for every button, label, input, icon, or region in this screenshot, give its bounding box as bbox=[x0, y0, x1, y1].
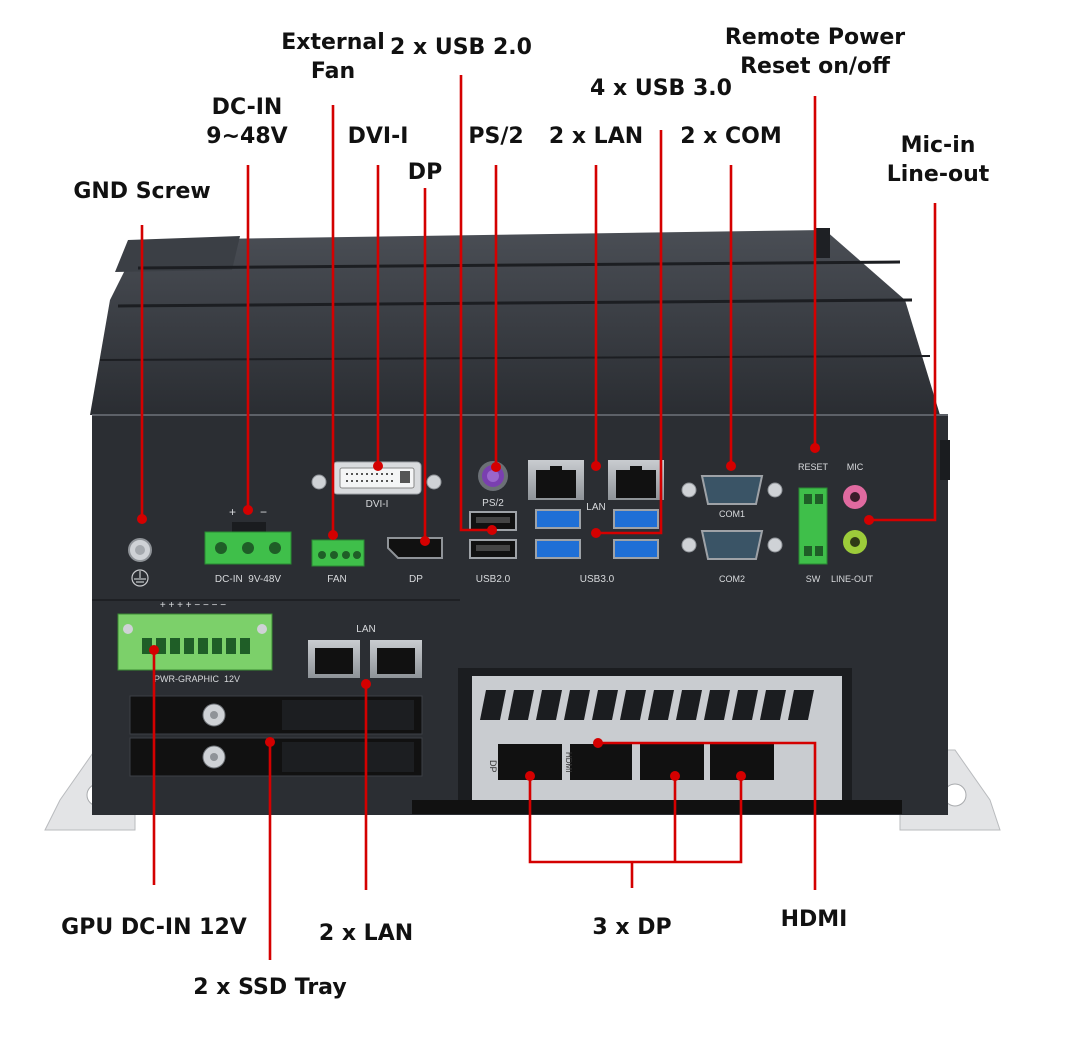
callout-line: HDMI bbox=[780, 907, 848, 932]
callout-line: 2 x LAN bbox=[548, 124, 644, 149]
usb3-ports: USB3.0 bbox=[535, 509, 659, 585]
callout-line: 9~48V bbox=[206, 124, 288, 149]
callout-gnd-screw: GND Screw bbox=[73, 177, 210, 206]
callout-hdmi: HDMI bbox=[781, 905, 848, 934]
gpu-dc-in-terminal: + + + + − − − − PWR-GRAPHIC 12V bbox=[117, 600, 273, 684]
dvi-label: DVI-I bbox=[366, 499, 389, 510]
gnd-screw bbox=[128, 538, 152, 587]
gpu-pins-label: + + + + − − − − bbox=[160, 600, 226, 611]
com1-label: COM1 bbox=[719, 509, 745, 519]
callout-line: Line-out bbox=[886, 162, 990, 187]
sw-label: SW bbox=[806, 574, 821, 584]
callout-gpu-dc-in: GPU DC-IN 12V bbox=[61, 913, 247, 942]
callout-com: 2 x COM bbox=[680, 122, 782, 151]
ps2-port: PS/2 bbox=[478, 461, 508, 509]
gpu-hdmi-label: HDMI bbox=[564, 752, 573, 772]
callout-lan-upper: 2 x LAN bbox=[549, 122, 643, 151]
callout-3-dp: 3 x DP bbox=[592, 913, 671, 942]
callout-dvi-i: DVI-I bbox=[348, 122, 409, 151]
ssd-trays bbox=[129, 695, 423, 777]
com-ports: COM1 COM2 bbox=[681, 475, 783, 584]
lan-lower-label: LAN bbox=[356, 624, 375, 635]
dvi-port: DVI-I bbox=[311, 461, 442, 510]
com2-label: COM2 bbox=[719, 574, 745, 584]
dp-io-label: DP bbox=[409, 574, 423, 585]
callout-remote-power-reset: Remote Power Reset on/off bbox=[725, 23, 905, 81]
usb3-label: USB3.0 bbox=[580, 574, 615, 585]
mic-label: MIC bbox=[847, 462, 864, 472]
ps2-label: PS/2 bbox=[482, 498, 504, 509]
callout-line: Fan bbox=[310, 59, 356, 84]
reset-switch-terminal: RESET SW bbox=[798, 462, 829, 584]
callout-line: 2 x SSD Tray bbox=[193, 975, 347, 1000]
dcin-minus-label: − bbox=[260, 505, 267, 519]
reset-label: RESET bbox=[798, 462, 829, 472]
callout-mic-lineout: Mic-in Line-out bbox=[887, 131, 990, 189]
heatsink-top bbox=[90, 228, 940, 415]
pwr-graphic-label: PWR-GRAPHIC 12V bbox=[154, 674, 240, 684]
callout-dp: DP bbox=[408, 158, 442, 187]
callout-usb3: 4 x USB 3.0 bbox=[590, 74, 732, 103]
callout-ssd-tray: 2 x SSD Tray bbox=[193, 973, 346, 1002]
usb2-ports: USB2.0 bbox=[469, 511, 517, 585]
callout-lan-lower: 2 x LAN bbox=[319, 919, 413, 948]
leader-dots bbox=[137, 443, 874, 781]
lineout-label: LINE-OUT bbox=[831, 574, 874, 584]
callout-line: GND Screw bbox=[73, 179, 211, 204]
fan-label: FAN bbox=[327, 574, 346, 585]
leader-lines bbox=[140, 75, 937, 960]
dc-in-terminal: + − DC-IN 9V-48V bbox=[204, 505, 292, 585]
lan-upper-label: LAN bbox=[586, 502, 605, 513]
callout-dc-in: DC-IN 9~48V bbox=[206, 93, 287, 151]
fan-header: FAN bbox=[311, 539, 365, 585]
gpu-bay: DP HDMI bbox=[412, 668, 902, 814]
callout-line: DVI-I bbox=[347, 124, 409, 149]
callout-usb2: 2 x USB 2.0 bbox=[390, 33, 532, 62]
dcin-plus-label: + bbox=[229, 505, 236, 519]
gpu-dp-label: DP bbox=[488, 760, 498, 773]
callout-line: 4 x USB 3.0 bbox=[590, 76, 732, 101]
dcin-label: DC-IN 9V-48V bbox=[215, 574, 281, 585]
callout-line: 3 x DP bbox=[592, 915, 672, 940]
lan-ports-lower: LAN bbox=[308, 624, 422, 678]
callout-line: Remote Power bbox=[724, 25, 906, 50]
audio-jacks: MIC LINE-OUT bbox=[831, 462, 874, 584]
callout-line: Mic-in bbox=[900, 133, 976, 158]
callout-line: Reset on/off bbox=[740, 54, 890, 79]
callout-line: External bbox=[281, 30, 385, 55]
callout-line: GPU DC-IN 12V bbox=[61, 915, 247, 940]
callout-line: PS/2 bbox=[468, 124, 524, 149]
callout-line: 2 x COM bbox=[680, 124, 782, 149]
lan-ports-upper: LAN bbox=[528, 460, 664, 513]
callout-line: DC-IN bbox=[211, 95, 283, 120]
callout-line: 2 x LAN bbox=[318, 921, 414, 946]
callout-ps2: PS/2 bbox=[468, 122, 523, 151]
callout-line: 2 x USB 2.0 bbox=[390, 35, 532, 60]
usb2-label: USB2.0 bbox=[476, 574, 511, 585]
callout-line: DP bbox=[407, 160, 443, 185]
callout-external-fan: External Fan bbox=[281, 28, 385, 86]
